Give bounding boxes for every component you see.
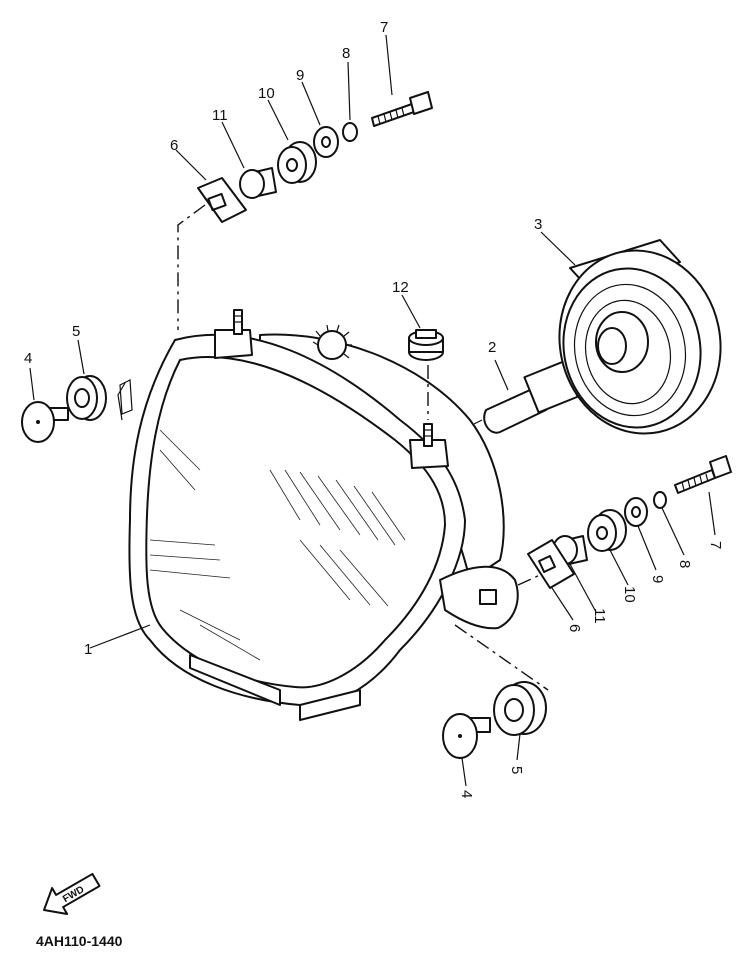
damper-lower-center: [493, 681, 547, 736]
damper-left: [66, 375, 107, 421]
fwd-arrow-icon: FWD: [43, 872, 101, 915]
callout-12: 12: [392, 279, 409, 296]
callout-4-lower: 4: [458, 790, 475, 798]
damper-lower: [587, 509, 627, 552]
callout-10-upper: 10: [258, 85, 275, 102]
callout-5-left: 5: [72, 323, 80, 340]
callout-8-upper: 8: [342, 45, 350, 62]
knob-left: [21, 401, 69, 443]
callout-10-lower: 10: [621, 586, 638, 603]
mount-studs: [233, 309, 433, 447]
callout-2: 2: [488, 339, 496, 356]
socket-cover: [558, 239, 722, 435]
headlight-assembly: [119, 324, 519, 721]
callout-3: 3: [534, 216, 542, 233]
knob-lower-center: [442, 713, 491, 759]
upper-mount-parts: [197, 91, 433, 223]
callout-11-lower: 11: [591, 608, 608, 624]
lower-mount-parts: [527, 455, 732, 589]
leader-lines: [29, 34, 716, 787]
callout-numbers: 1 2 3 4 5 6 11 10 9 8 7 12 7 8 9 10 11 6…: [24, 19, 724, 798]
adjust-gear: [312, 324, 352, 360]
callout-7-upper: 7: [380, 19, 388, 36]
left-mount-parts: [21, 375, 107, 443]
bolt-lower: [674, 455, 732, 494]
lower-center-mount-parts: [442, 681, 547, 759]
bolt-upper: [371, 91, 433, 127]
collar-upper: [239, 167, 277, 199]
callout-5-lower: 5: [508, 766, 525, 774]
callout-4-left: 4: [24, 350, 32, 367]
callout-6-upper: 6: [170, 137, 178, 154]
lens-shading: [149, 429, 406, 661]
callout-7-lower: 7: [707, 541, 724, 549]
callout-6-lower: 6: [566, 624, 583, 632]
damper-upper: [277, 141, 317, 184]
callout-11-upper: 11: [212, 107, 228, 124]
lock-washer-lower: [653, 491, 667, 509]
callout-1: 1: [84, 641, 92, 658]
callout-9-upper: 9: [296, 67, 304, 84]
nut-12: [408, 329, 444, 361]
assembly-lines: [117, 204, 549, 691]
washer-lower: [624, 497, 648, 527]
washer-upper: [313, 126, 339, 158]
callout-8-lower: 8: [676, 560, 693, 568]
grommet-upper: [197, 177, 247, 223]
callout-9-lower: 9: [649, 575, 666, 583]
diagram-reference-code: 4AH110-1440: [36, 933, 123, 949]
lock-washer-upper: [342, 122, 358, 142]
grommet-lower: [527, 539, 575, 589]
